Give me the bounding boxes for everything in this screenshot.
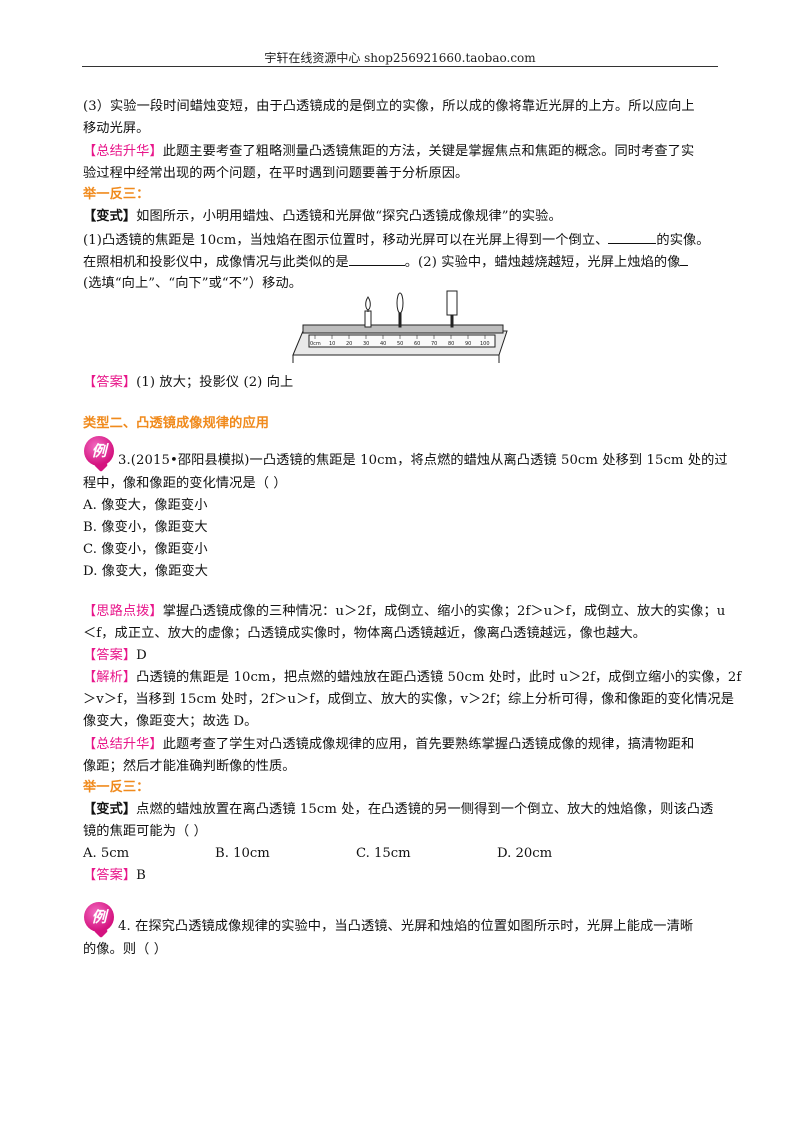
option-d: D. 像变大，像距变大 [83, 564, 209, 579]
analysis-paragraph: 【解析】凸透镜的焦距是 10cm，把点燃的蜡烛放在距凸透镜 50cm 处时，此时… [83, 667, 741, 689]
answer-tag: 【答案】 [83, 868, 137, 883]
screen [446, 290, 458, 328]
text-line: (选填“向上”、“向下”或“不”）移动。 [83, 276, 303, 291]
question-4-line: 的像。则（ ） [83, 942, 168, 957]
question-3-line: 3.(2015•邵阳县模拟)一凸透镜的焦距是 10cm，将点燃的蜡烛从离凸透镜 … [118, 453, 728, 468]
ruler-label: 30 [363, 341, 369, 347]
option-c: C. 像变小，像距变小 [83, 542, 208, 557]
text-line: 在照相机和投影仪中，成像情况与此类似的是 。(2) 实验中，蜡烛越烧越短，光屏上烛… [83, 251, 723, 274]
summary-paragraph: 【总结升华】此题考查了学生对凸透镜成像规律的应用，首先要熟练掌握凸透镜成像的规律… [83, 734, 723, 756]
variant-text: (1)凸透镜的焦距是 10cm，当烛焰在图示位置时，移动光屏可以在光屏上得到一个… [83, 233, 609, 248]
text-line: ＞v＞f，当移到 15cm 处时，2f＞u＞f，成倒立、放大的实像，v＞2f；综… [83, 692, 735, 707]
text-line: (3）实验一段时间蜡烛变短，由于凸透镜成的是倒立的实像，所以成的像将靠近光屏的上… [83, 99, 695, 114]
text-line: 验过程中经常出现的两个问题，在平时遇到问题要善于分析原因。 [83, 166, 469, 181]
variant-tag: 【变式】 [83, 209, 137, 224]
summary-text: 此题考查了学生对凸透镜成像规律的应用，首先要熟练掌握凸透镜成像的规律，搞清物距和 [162, 737, 695, 752]
ruler-label: 70 [431, 341, 437, 347]
analysis-tag: 【解析】 [83, 670, 137, 685]
blank-3 [680, 251, 689, 266]
text-line: 像变大，像距变大；故选 D。 [83, 714, 258, 729]
lens [396, 292, 404, 328]
variant-paragraph: 【变式】如图所示，小明用蜡烛、凸透镜和光屏做“探究凸透镜成像规律”的实验。 [83, 206, 723, 228]
answer-paragraph: 【答案】B [83, 865, 723, 887]
analysis-text: 凸透镜的焦距是 10cm，把点燃的蜡烛放在距凸透镜 50cm 处时，此时 u＞2… [136, 670, 742, 685]
text-line: 像距；然后才能准确判断像的性质。 [83, 759, 296, 774]
option-a: A. 像变大，像距变小 [83, 498, 208, 513]
example-badge-icon: 例 [84, 902, 114, 932]
blank-2 [348, 251, 405, 266]
ruler-label: 10 [329, 341, 335, 347]
variant-text: 在照相机和投影仪中，成像情况与此类似的是 [83, 255, 349, 270]
ruler-label: 90 [465, 341, 471, 347]
jyfs-heading: 举一反三： [83, 187, 150, 202]
variant-tag: 【变式】 [83, 802, 137, 817]
hint-text: 掌握凸透镜成像的三种情况：u＞2f，成倒立、缩小的实像；2f＞u＞f，成倒立、放… [162, 604, 726, 619]
ruler-label: 20 [346, 341, 352, 347]
ruler-label: 60 [414, 341, 420, 347]
summary-text: 此题主要考查了粗略测量凸透镜焦距的方法，关键是掌握焦点和焦距的概念。同时考查了实 [162, 144, 695, 159]
candle [364, 296, 372, 328]
choice-b: B. 10cm [215, 846, 270, 861]
ruler-label: 0cm [310, 341, 321, 347]
answer-text: B [136, 868, 146, 883]
text-line: 镜的焦距可能为（ ） [83, 824, 207, 839]
page-header: 宇轩在线资源中心 shop256921660.taobao.com [82, 50, 718, 67]
answer-paragraph: 【答案】D [83, 645, 723, 667]
ruler-label: 100 [480, 341, 490, 347]
text-line: ＜f，成正立、放大的虚像；凸透镜成实像时，物体离凸透镜越近，像离凸透镜越远，像也… [83, 626, 647, 641]
optical-bench [292, 324, 508, 363]
blank-1 [608, 229, 657, 244]
text-line: (1)凸透镜的焦距是 10cm，当烛焰在图示位置时，移动光屏可以在光屏上得到一个… [83, 229, 723, 252]
section-title: 类型二、凸透镜成像规律的应用 [83, 416, 270, 431]
answer-tag: 【答案】 [83, 648, 137, 663]
hint-tag: 【思路点拨】 [83, 604, 163, 619]
optical-bench-figure: 0cm 10 20 30 40 50 60 70 80 90 100 [292, 290, 508, 363]
summary-paragraph: 【总结升华】此题主要考查了粗略测量凸透镜焦距的方法，关键是掌握焦点和焦距的概念。… [83, 141, 723, 163]
answer-text: D [136, 648, 147, 663]
text-line: 移动光屏。 [83, 121, 150, 136]
ruler-label: 40 [380, 341, 386, 347]
ruler-labels: 0cm 10 20 30 40 50 60 70 80 90 100 [310, 341, 490, 347]
example-badge-icon: 例 [84, 436, 114, 466]
variant-text: 点燃的蜡烛放置在离凸透镜 15cm 处，在凸透镜的另一侧得到一个倒立、放大的烛焰… [136, 802, 714, 817]
answer-tag: 【答案】 [83, 375, 137, 390]
question-3-line: 程中，像和像距的变化情况是（ ） [83, 476, 287, 491]
choice-d: D. 20cm [497, 846, 553, 861]
choice-c: C. 15cm [356, 846, 411, 861]
variant-text: 。(2) 实验中，蜡烛越烧越短，光屏上烛焰的像 [404, 255, 681, 270]
answer-text: (1) 放大；投影仪 (2) 向上 [136, 375, 294, 390]
variant-text: 的实像。 [656, 233, 710, 248]
summary-tag: 【总结升华】 [83, 737, 163, 752]
variant-paragraph: 【变式】点燃的蜡烛放置在离凸透镜 15cm 处，在凸透镜的另一侧得到一个倒立、放… [83, 799, 723, 821]
option-b: B. 像变小，像距变大 [83, 520, 208, 535]
jyfs-heading: 举一反三： [83, 780, 150, 795]
answer-paragraph: 【答案】(1) 放大；投影仪 (2) 向上 [83, 372, 723, 394]
variant-text: 如图所示，小明用蜡烛、凸透镜和光屏做“探究凸透镜成像规律”的实验。 [136, 209, 562, 224]
ruler-label: 50 [397, 341, 403, 347]
ruler-ticks [314, 335, 486, 339]
hint-paragraph: 【思路点拨】掌握凸透镜成像的三种情况：u＞2f，成倒立、缩小的实像；2f＞u＞f… [83, 601, 726, 623]
question-4-line: 4. 在探究凸透镜成像规律的实验中，当凸透镜、光屏和烛焰的位置如图所示时，光屏上… [118, 919, 694, 934]
summary-tag: 【总结升华】 [83, 144, 163, 159]
choice-a: A. 5cm [83, 846, 130, 861]
ruler-label: 80 [448, 341, 454, 347]
